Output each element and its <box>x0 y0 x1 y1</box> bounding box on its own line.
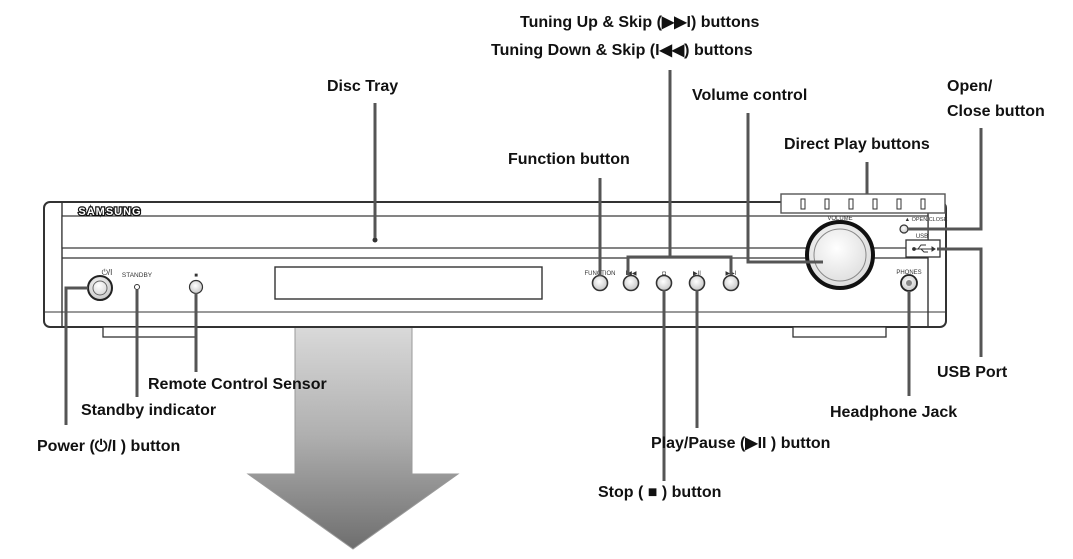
open-close-text: ▲ OPEN/CLOSE <box>905 217 948 223</box>
label-open-close-1: Open/ <box>947 78 993 95</box>
usb-icon <box>912 244 936 253</box>
direct-play-button[interactable] <box>920 198 926 210</box>
standby-text: STANDBY <box>122 272 153 279</box>
volume-text: VOLUME <box>827 216 852 222</box>
label-play-pause: Play/Pause (▶II ) button <box>651 435 831 452</box>
direct-play-button[interactable] <box>896 198 902 210</box>
label-stop-button: Stop ( ■ ) button <box>598 484 722 501</box>
skip-back-mark: I◀◀ <box>626 271 637 277</box>
svg-text:SAMSUNG: SAMSUNG <box>78 206 141 218</box>
sensor-mark: ■ <box>194 273 198 279</box>
direct-play-button[interactable] <box>824 198 830 210</box>
play-pause-button[interactable] <box>688 274 706 292</box>
label-usb-port: USB Port <box>937 364 1008 381</box>
power-button[interactable] <box>87 275 113 301</box>
headphone-jack[interactable] <box>900 274 918 292</box>
label-power-button: Power (⏻/I ) button <box>37 438 181 455</box>
usb-text: USB <box>916 234 928 240</box>
leader-tuning-bracket <box>626 255 733 275</box>
label-headphone-jack: Headphone Jack <box>830 404 958 421</box>
leader-power <box>64 286 88 425</box>
label-volume-control: Volume control <box>692 87 808 104</box>
volume-knob[interactable] <box>805 220 875 290</box>
phones-text: PHONES <box>896 270 921 276</box>
remote-control-sensor <box>188 279 204 295</box>
device-body <box>43 201 947 338</box>
label-tuning-up: Tuning Up & Skip (▶▶I) buttons <box>520 14 760 31</box>
play-mark: ▶II <box>693 271 701 277</box>
leader-open-close <box>908 128 983 231</box>
stop-button[interactable] <box>655 274 673 292</box>
label-open-close-2: Close button <box>947 103 1045 120</box>
stop-mark: ◘ <box>662 271 666 277</box>
direct-play-button[interactable] <box>800 198 806 210</box>
skip-back-button[interactable] <box>622 274 640 292</box>
disc-tray-marker <box>372 237 378 243</box>
leader-lines <box>64 70 983 481</box>
samsung-logo: SAMSUNG <box>77 205 142 219</box>
label-tuning-down: Tuning Down & Skip (I◀◀) buttons <box>491 42 753 59</box>
display-window <box>274 266 543 300</box>
down-arrow-icon <box>246 293 460 550</box>
direct-play-button[interactable] <box>848 198 854 210</box>
direct-play-buttons <box>780 193 946 214</box>
skip-forward-button[interactable] <box>722 274 740 292</box>
direct-play-button[interactable] <box>872 198 878 210</box>
open-close-button[interactable] <box>899 224 909 234</box>
label-standby-indicator: Standby indicator <box>81 402 217 419</box>
leader-usb <box>937 247 983 357</box>
leader-volume <box>746 113 823 264</box>
standby-led <box>134 284 140 290</box>
power-symbol: ⏻/I <box>102 268 113 277</box>
function-button[interactable] <box>591 274 609 292</box>
label-function-button: Function button <box>508 151 630 168</box>
label-direct-play: Direct Play buttons <box>784 136 930 153</box>
label-remote-sensor: Remote Control Sensor <box>148 376 327 393</box>
label-disc-tray: Disc Tray <box>327 78 399 95</box>
